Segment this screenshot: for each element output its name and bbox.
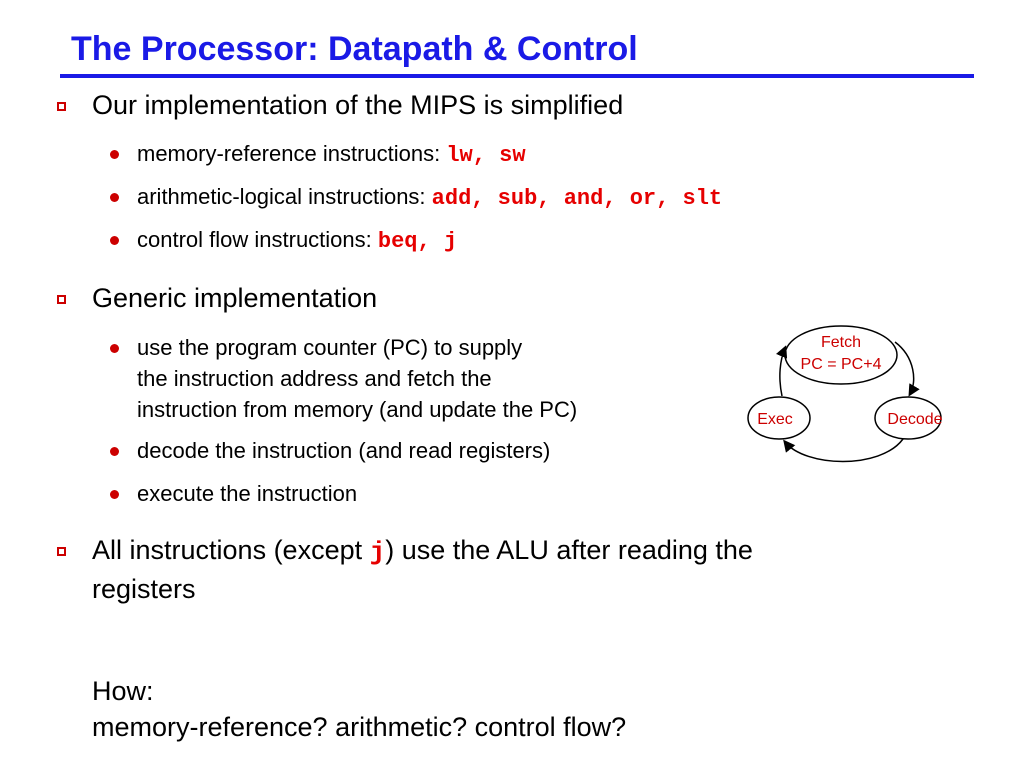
- how-label: How:: [92, 676, 154, 706]
- square-bullet-icon: [57, 295, 66, 304]
- section1-item-2: arithmetic-logical instructions: add, su…: [137, 184, 723, 211]
- section2-item-3: execute the instruction: [137, 481, 358, 506]
- decode-ellipse: [874, 396, 942, 440]
- section2-item-2: decode the instruction (and read registe…: [137, 438, 551, 463]
- how-questions: memory-reference? arithmetic? control fl…: [92, 712, 627, 742]
- dot-bullet-icon: [110, 344, 119, 353]
- section1-item-3: control flow instructions: beq, j: [137, 227, 458, 254]
- decode-label: Decode: [887, 411, 942, 428]
- slide-title: The Processor: Datapath & Control: [71, 30, 638, 68]
- dot-bullet-icon: [110, 193, 119, 202]
- section1-item-1: memory-reference instructions: lw, sw: [137, 141, 526, 168]
- section3-line1: All instructions (except j) use the ALU …: [92, 535, 753, 567]
- exec-to-fetch-arrow: [776, 345, 788, 397]
- dot-bullet-icon: [110, 490, 119, 499]
- dot-bullet-icon: [110, 150, 119, 159]
- dot-bullet-icon: [110, 447, 119, 456]
- title-underline: [60, 74, 974, 78]
- dot-bullet-icon: [110, 236, 119, 245]
- decode-to-exec-arrow: [783, 438, 904, 463]
- exec-ellipse: [747, 396, 811, 440]
- fetch-to-decode-arrow: [894, 341, 920, 397]
- section2-heading: Generic implementation: [92, 283, 378, 313]
- fetch-sub-label: PC = PC+4: [801, 356, 882, 373]
- section1-heading: Our implementation of the MIPS is simpli…: [92, 90, 624, 120]
- fetch-decode-exec-diagram: Fetch PC = PC+4 Exec Decode: [747, 325, 943, 463]
- section2-item-1: use the program counter (PC) to supply t…: [137, 335, 578, 422]
- square-bullet-icon: [57, 547, 66, 556]
- section3-line2: registers: [92, 574, 196, 604]
- fetch-label: Fetch: [821, 334, 861, 351]
- square-bullet-icon: [57, 102, 66, 111]
- exec-label: Exec: [757, 411, 793, 428]
